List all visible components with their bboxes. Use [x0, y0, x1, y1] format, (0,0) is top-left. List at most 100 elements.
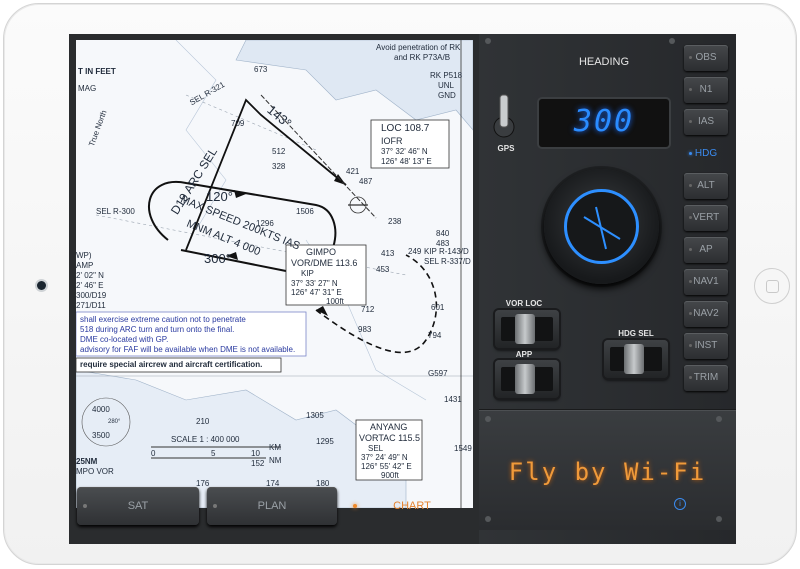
spot-height: 249	[408, 247, 422, 256]
waypoint-line: 271/D11	[76, 301, 106, 310]
radial-label: SEL R-300	[96, 207, 135, 216]
scale-unit-nm: NM	[269, 456, 282, 465]
heading-value: 300	[573, 104, 635, 139]
spot-height: 1549	[454, 444, 472, 453]
side-button-inst[interactable]: INST	[684, 333, 728, 359]
gimpo-ident: KIP	[301, 269, 314, 278]
heading-label: HEADING	[578, 56, 630, 68]
spot-height: 180	[316, 479, 330, 488]
anyang-freq: VORTAC 115.5	[359, 433, 421, 443]
front-camera	[37, 281, 46, 290]
spot-height: 413	[381, 249, 395, 258]
led-indicator	[689, 184, 692, 187]
side-button-ias[interactable]: IAS	[684, 109, 728, 135]
spot-height: 487	[359, 177, 373, 186]
waypoint-line: WP)	[76, 251, 92, 260]
gimpo-lat: 37° 33' 27" N	[291, 279, 338, 288]
tab-sat[interactable]: SAT	[77, 487, 199, 525]
led-indicator	[689, 312, 692, 315]
side-button-nav2[interactable]: NAV2	[684, 301, 728, 327]
side-button-n1[interactable]: N1	[684, 77, 728, 103]
side-button-label: ALT	[697, 180, 715, 191]
spot-height: 1506	[296, 207, 314, 216]
spot-height: 238	[388, 217, 402, 226]
fix-radial: SEL R-337/D	[424, 257, 471, 266]
restriction-lower: GND	[438, 91, 456, 100]
gimpo-name: GIMPO	[306, 247, 337, 257]
warning-line: advisory for FAF will be available when …	[80, 345, 296, 354]
spot-height: 1431	[444, 395, 462, 404]
brand-title: Fly by Wi-Fi	[508, 458, 707, 486]
side-button-label: HDG	[694, 148, 718, 159]
led-indicator	[689, 376, 692, 379]
spot-height: 1296	[256, 219, 274, 228]
spot-height: 709	[231, 119, 245, 128]
warning-line: shall exercise extreme caution not to pe…	[80, 315, 246, 324]
restriction-note: Avoid penetration of RK	[376, 43, 461, 52]
app-switch[interactable]	[495, 360, 559, 398]
side-button-label: IAS	[697, 116, 715, 127]
gimpo-elev: 100ft	[326, 297, 344, 306]
restriction-upper: UNL	[438, 81, 455, 90]
gps-toggle[interactable]	[489, 89, 519, 139]
restriction-area: RK P518	[430, 71, 463, 80]
led-indicator	[689, 344, 692, 347]
app-label: APP	[515, 350, 533, 359]
view-tabs: SAT PLAN CHART	[77, 487, 479, 527]
gimpo-lon: 126° 47' 31" E	[291, 288, 342, 297]
vor-loc-switch[interactable]	[495, 310, 559, 348]
msa-alt: 3500	[92, 431, 110, 440]
tab-label: CHART	[393, 500, 431, 512]
loc-lon: 126° 48' 13" E	[381, 157, 432, 166]
approach-chart[interactable]: T IN FEET MAG True North SEL R-321 SEL R…	[76, 40, 473, 508]
tablet-frame: T IN FEET MAG True North SEL R-321 SEL R…	[3, 3, 797, 565]
vor-loc-label: VOR LOC	[505, 299, 543, 308]
msa-radius: 25NM	[76, 457, 98, 466]
spot-height: 840	[436, 229, 450, 238]
waypoint-line: AMP	[76, 261, 94, 270]
msa-center: MPO VOR	[76, 467, 114, 476]
scale-tick: 5	[211, 449, 216, 458]
spot-height: 1305	[306, 411, 324, 420]
home-button[interactable]	[754, 268, 790, 304]
tab-chart[interactable]: CHART	[347, 487, 477, 525]
warning-line: DME co-located with GP.	[80, 335, 169, 344]
side-button-ap[interactable]: AP	[684, 237, 728, 263]
led-indicator	[689, 56, 692, 59]
side-button-label: N1	[699, 84, 713, 95]
screw	[485, 416, 491, 422]
screw	[716, 516, 722, 522]
side-button-hdg[interactable]: HDG	[684, 141, 728, 167]
loc-freq: LOC 108.7	[381, 123, 430, 134]
spot-height: 983	[358, 325, 372, 334]
gps-label: GPS	[497, 144, 515, 153]
side-button-vert[interactable]: VERT	[684, 205, 728, 231]
tab-plan[interactable]: PLAN	[207, 487, 337, 525]
airway-label: G597	[428, 369, 448, 378]
led-indicator	[689, 248, 692, 251]
info-icon[interactable]: i	[674, 498, 686, 510]
tab-label: SAT	[127, 500, 149, 512]
screw	[669, 38, 675, 44]
side-button-alt[interactable]: ALT	[684, 173, 728, 199]
side-button-nav1[interactable]: NAV1	[684, 269, 728, 295]
anyang-name: ANYANG	[370, 422, 408, 432]
side-button-label: NAV1	[693, 276, 719, 287]
chart-mag: MAG	[78, 84, 97, 93]
led-indicator	[689, 120, 692, 123]
tab-label: PLAN	[257, 500, 287, 512]
scale-unit-km: KM	[269, 443, 281, 452]
tab-indicator	[353, 504, 357, 508]
warning-line: 518 during ARC turn and turn onto the fi…	[80, 325, 235, 334]
side-button-obs[interactable]: OBS	[684, 45, 728, 71]
spot-height: 176	[196, 479, 210, 488]
side-button-label: TRIM	[693, 372, 719, 383]
spot-height: 1295	[316, 437, 334, 446]
heading-knob[interactable]	[544, 169, 659, 284]
spot-height: 210	[196, 417, 210, 426]
hdg-sel-switch[interactable]	[604, 340, 668, 378]
spot-height: 453	[376, 265, 390, 274]
side-button-trim[interactable]: TRIM	[684, 365, 728, 391]
certification-note: require special aircrew and aircraft cer…	[80, 360, 263, 369]
anyang-ident: SEL	[368, 444, 384, 453]
